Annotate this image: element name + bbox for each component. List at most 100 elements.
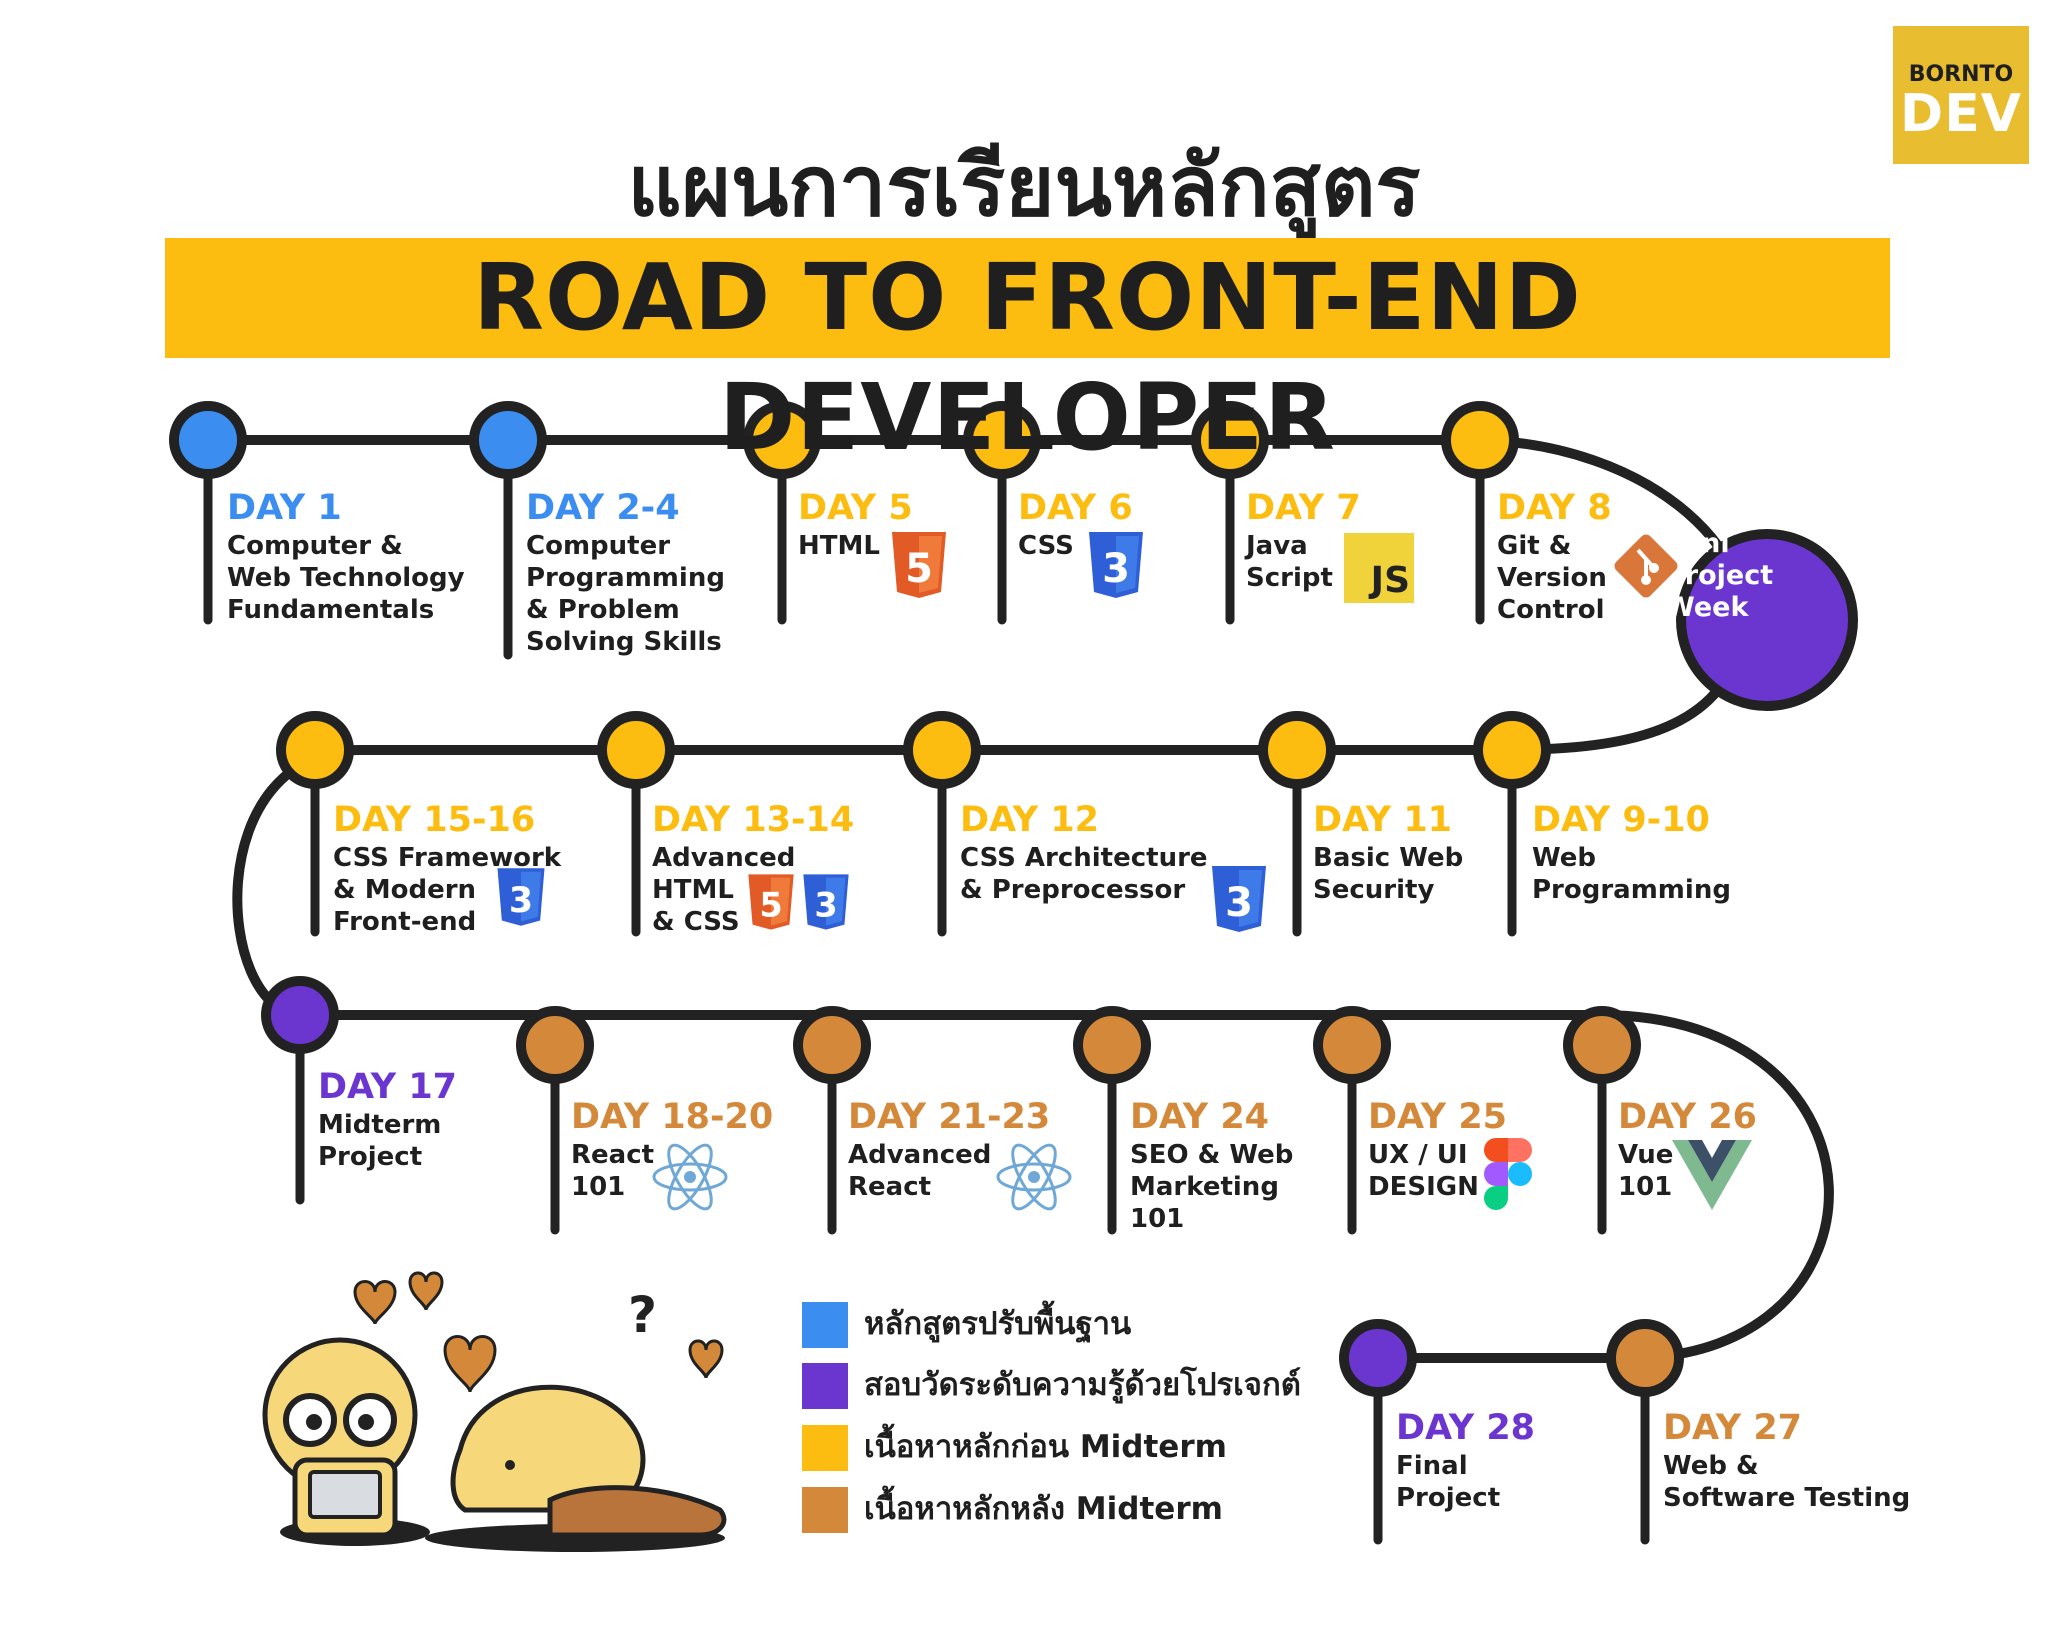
milestone-dots [169,401,1684,1397]
milestone-day-6: DAY 6 CSS [1018,488,1133,562]
milestone-dot [963,401,1041,479]
milestone-day-8: DAY 8 Git & Version Control [1497,488,1612,626]
day-topic: Git & Version Control [1497,531,1607,625]
milestone-dot [276,711,354,789]
title-banner: ROAD TO FRONT-END DEVELOPER [165,238,1890,471]
css3-glyph: 3 [509,881,533,921]
legend-label: หลักสูตรปรับพื้นฐาน [864,1306,1132,1342]
vue-icon [1672,1140,1752,1210]
day-topic: Web & Software Testing [1663,1451,1911,1513]
day-label: DAY 18-20 [571,1097,774,1137]
js-glyph: JS [1370,560,1410,601]
milestone-day-15-16: DAY 15-16 CSS Framework & Modern Front-e… [333,800,561,938]
logo-line2: DEV [1900,84,2022,144]
css3-icon: 3 [497,868,545,926]
day-label: DAY 12 [960,800,1100,840]
day-topic: React 101 [571,1140,655,1202]
milestone-dot [169,401,247,479]
logo-line1: BORNTO [1908,62,2014,87]
milestone-dot [261,976,339,1054]
milestone-day-21-23: DAY 21-23 Advanced React [848,1097,1050,1203]
legend-label: สอบวัดระดับความรู้ด้วยโปรเจกต์ [864,1367,1301,1403]
milestone-day-1: DAY 1 Computer & Web Technology Fundamen… [227,488,465,626]
day-topic: Advanced React [848,1140,992,1202]
milestone-day-5: DAY 5 HTML [798,488,913,562]
milestone-day-11: DAY 11 Basic Web Security [1313,800,1463,906]
day-label: DAY 5 [798,488,913,528]
day-label: DAY 26 [1618,1097,1758,1137]
milestone-dot [903,711,981,789]
day-topic: Computer & Web Technology Fundamentals [227,531,465,625]
day-topic: Vue 101 [1618,1140,1674,1202]
react-icon [996,1143,1072,1211]
legend-swatch [802,1363,848,1409]
day-topic: CSS [1018,531,1074,561]
day-topic: CSS Framework & Modern Front-end [333,843,562,937]
milestone-dot [1441,401,1519,479]
legend-swatch [802,1487,848,1533]
milestone-dot [1191,401,1269,479]
milestone-dot [1606,1319,1684,1397]
figma-icon [1484,1138,1532,1210]
day-topic: Final Project [1396,1451,1501,1513]
banner-title: ROAD TO FRONT-END DEVELOPER [473,244,1582,471]
day-label: DAY 15-16 [333,800,536,840]
milestone-dot [469,401,547,479]
html5-glyph: 5 [905,546,933,592]
css3-icon: 3 [1212,866,1266,932]
day-topic: Advanced HTML & CSS [652,843,796,937]
day-label: DAY 8 [1497,488,1612,528]
milestone-dot [1473,711,1551,789]
legend-swatch [802,1425,848,1471]
milestone-dot [1339,1319,1417,1397]
milestone-dot [1313,1006,1391,1084]
milestone-day-7: DAY 7 Java Script [1246,488,1361,594]
day-topic: SEO & Web Marketing 101 [1130,1140,1294,1234]
milestone-day-27: DAY 27 Web & Software Testing [1663,1408,1910,1514]
milestone-day-25: DAY 25 UX / UI DESIGN [1368,1097,1507,1203]
day-label: DAY 11 [1313,800,1453,840]
html5-icon: 5 [892,532,946,598]
page-title: แผนการเรียนหลักสูตร [627,137,1421,235]
day-topic: Midterm Project [318,1110,442,1172]
milestone-day-26: DAY 26 Vue 101 [1618,1097,1757,1203]
milestone-dot [743,401,821,479]
milestone-day-13-14: DAY 13-14 Advanced HTML & CSS [652,800,854,938]
milestone-day-12: DAY 12 CSS Architecture & Preprocessor [960,800,1208,906]
legend-label: เนื้อหาหลักหลัง Midterm [864,1491,1223,1527]
legend-label: เนื้อหาหลักก่อน Midterm [864,1429,1227,1465]
borntodev-logo: BORNTO DEV [1893,26,2029,164]
milestone-day-2-4: DAY 2-4 Computer Programming & Problem S… [526,488,725,658]
day-label: DAY 27 [1663,1408,1803,1448]
mini-project-week-label: Mini Project Week [1665,528,1774,623]
day-topic: UX / UI DESIGN [1368,1140,1479,1202]
day-label: DAY 21-23 [848,1097,1051,1137]
milestone-dot [1258,711,1336,789]
css3-icon: 3 [1089,532,1143,598]
mini-project-week-dot [1676,529,1858,711]
mascot-illustration: ? [262,1271,727,1552]
day-label: DAY 25 [1368,1097,1508,1137]
css3-glyph: 3 [1225,880,1253,926]
day-label: DAY 7 [1246,488,1361,528]
day-label: DAY 24 [1130,1097,1270,1137]
milestone-dot [793,1006,871,1084]
milestone-day-9-10: DAY 9-10 Web Programming [1532,800,1731,906]
js-icon: JS [1344,533,1414,603]
milestone-dot [1563,1006,1641,1084]
legend-swatch [802,1302,848,1348]
milestone-day-28: DAY 28 Final Project [1396,1408,1535,1514]
day-label: DAY 9-10 [1532,800,1710,840]
day-label: DAY 2-4 [526,488,680,528]
day-topic: Basic Web Security [1313,843,1464,905]
html5-icon: 5 [748,874,794,930]
day-topic: Web Programming [1532,843,1731,905]
day-label: DAY 28 [1396,1408,1536,1448]
milestone-day-18-20: DAY 18-20 React 101 [571,1097,773,1203]
day-topic: CSS Architecture & Preprocessor [960,843,1208,905]
day-topic: Computer Programming & Problem Solving S… [526,531,725,657]
html5-glyph: 5 [759,885,782,924]
milestone-day-24: DAY 24 SEO & Web Marketing 101 [1130,1097,1293,1235]
